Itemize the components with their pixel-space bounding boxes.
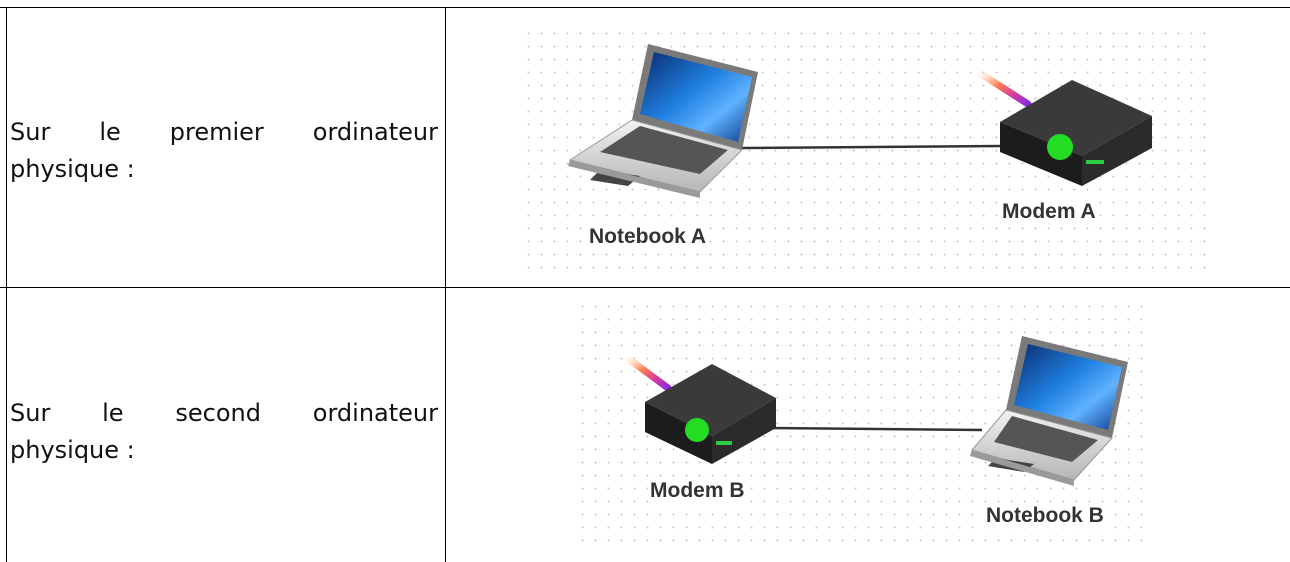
row2-label: Sur le second ordinateur physique : (10, 395, 438, 469)
wifi-antenna-icon (974, 68, 1032, 108)
table-top-border (0, 7, 1290, 8)
cable-line (741, 144, 1003, 150)
row1-label-line1: Sur le premier ordinateur (10, 118, 438, 146)
table-row-divider (0, 287, 1290, 288)
laptop-icon (970, 336, 1128, 486)
modem-icon (974, 68, 1152, 186)
wifi-antenna-icon (622, 353, 672, 392)
status-led (1047, 134, 1073, 160)
table-column-divider (445, 7, 446, 562)
status-led (685, 418, 709, 442)
modem-b-label: Modem B (648, 479, 747, 503)
row1-label-line2: physique : (10, 155, 135, 183)
notebook-b-label: Notebook B (984, 504, 1106, 528)
notebook-a-label: Notebook A (587, 225, 709, 249)
row2-label-line2: physique : (10, 436, 135, 464)
row2-label-line1: Sur le second ordinateur (10, 399, 438, 427)
laptop-icon (568, 44, 758, 198)
table-left-border (6, 7, 7, 562)
modem-icon (622, 353, 776, 464)
modem-a-label: Modem A (1000, 200, 1098, 224)
cable-line (769, 426, 983, 432)
row1-label: Sur le premier ordinateur physique : (10, 114, 438, 188)
